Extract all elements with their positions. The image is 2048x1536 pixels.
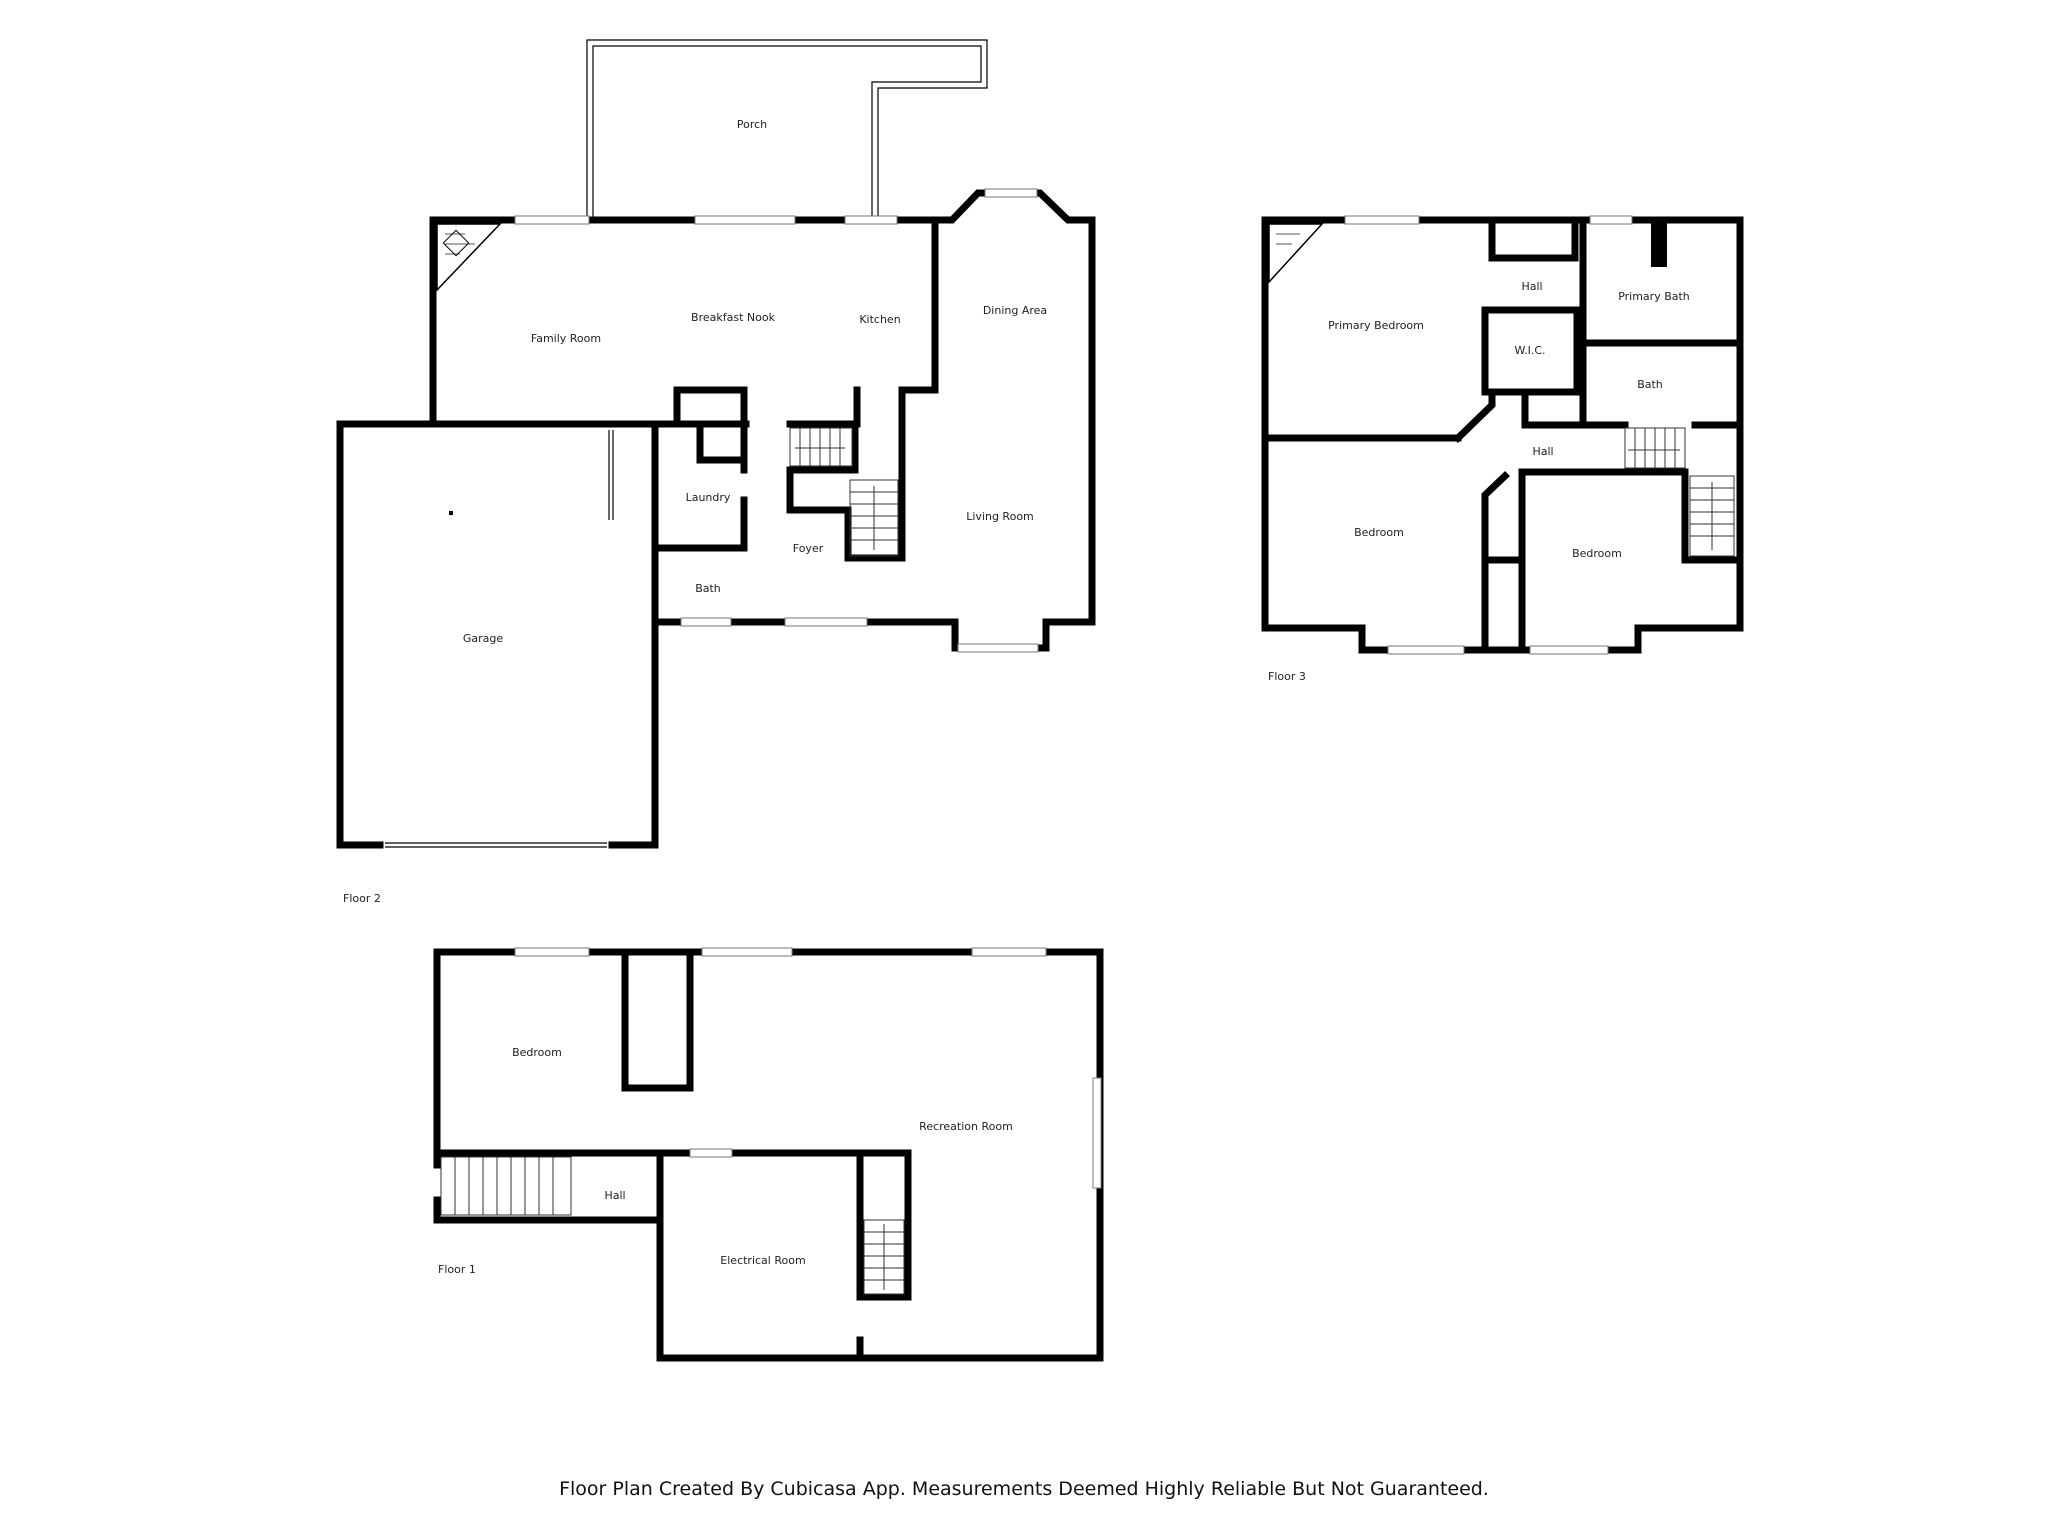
- floor-2-stairs: [789, 427, 899, 557]
- room-label-porch: Porch: [737, 118, 767, 131]
- garage-marker: [449, 511, 453, 515]
- room-label-kitchen: Kitchen: [859, 313, 900, 326]
- room-label-bedroom-right: Bedroom: [1572, 547, 1622, 560]
- floor-3-stairs: [1624, 427, 1735, 557]
- room-label-living-room: Living Room: [966, 510, 1034, 523]
- room-label-electrical-room: Electrical Room: [720, 1254, 805, 1267]
- floor-2-label: Floor 2: [343, 892, 381, 905]
- room-label-laundry: Laundry: [686, 491, 731, 504]
- floor-1-label: Floor 1: [438, 1263, 476, 1276]
- room-label-breakfast-nook: Breakfast Nook: [691, 311, 776, 324]
- room-label-foyer: Foyer: [793, 542, 824, 555]
- floor-1-walls: [433, 947, 1104, 1362]
- room-label-recreation-room: Recreation Room: [919, 1120, 1013, 1133]
- room-label-hall-floor1: Hall: [604, 1189, 625, 1202]
- floor-2-plan: Porch Family Room Breakfast Nook Kitchen…: [336, 39, 1096, 905]
- floor-2-windows: [514, 188, 1039, 653]
- porch-outline: [586, 39, 988, 218]
- room-label-primary-bedroom: Primary Bedroom: [1328, 319, 1424, 332]
- fireplace-icon: [1268, 223, 1324, 284]
- room-label-dining-area: Dining Area: [983, 304, 1047, 317]
- floor-3-plan: Hall Primary Bath Primary Bedroom W.I.C.…: [1261, 215, 1744, 683]
- room-label-bedroom-floor1: Bedroom: [512, 1046, 562, 1059]
- footer-disclaimer: Floor Plan Created By Cubicasa App. Meas…: [559, 1478, 1489, 1500]
- floor-1-plan: Bedroom Recreation Room Hall Electrical …: [433, 947, 1104, 1362]
- room-label-hall-top: Hall: [1521, 280, 1542, 293]
- room-label-hall-mid: Hall: [1532, 445, 1553, 458]
- room-label-family-room: Family Room: [531, 332, 601, 345]
- floor-1-windows: [514, 947, 1102, 1189]
- room-label-wic: W.I.C.: [1514, 344, 1545, 357]
- room-label-primary-bath: Primary Bath: [1618, 290, 1690, 303]
- room-label-bath: Bath: [695, 582, 721, 595]
- floor-1-stairs: [440, 1156, 905, 1295]
- room-label-bath-floor3: Bath: [1637, 378, 1663, 391]
- floor-3-windows: [1344, 215, 1633, 655]
- floor-3-label: Floor 3: [1268, 670, 1306, 683]
- fireplace-icon: [436, 223, 502, 292]
- room-label-garage: Garage: [463, 632, 504, 645]
- floor-3-walls: [1261, 216, 1744, 654]
- room-label-bedroom-left: Bedroom: [1354, 526, 1404, 539]
